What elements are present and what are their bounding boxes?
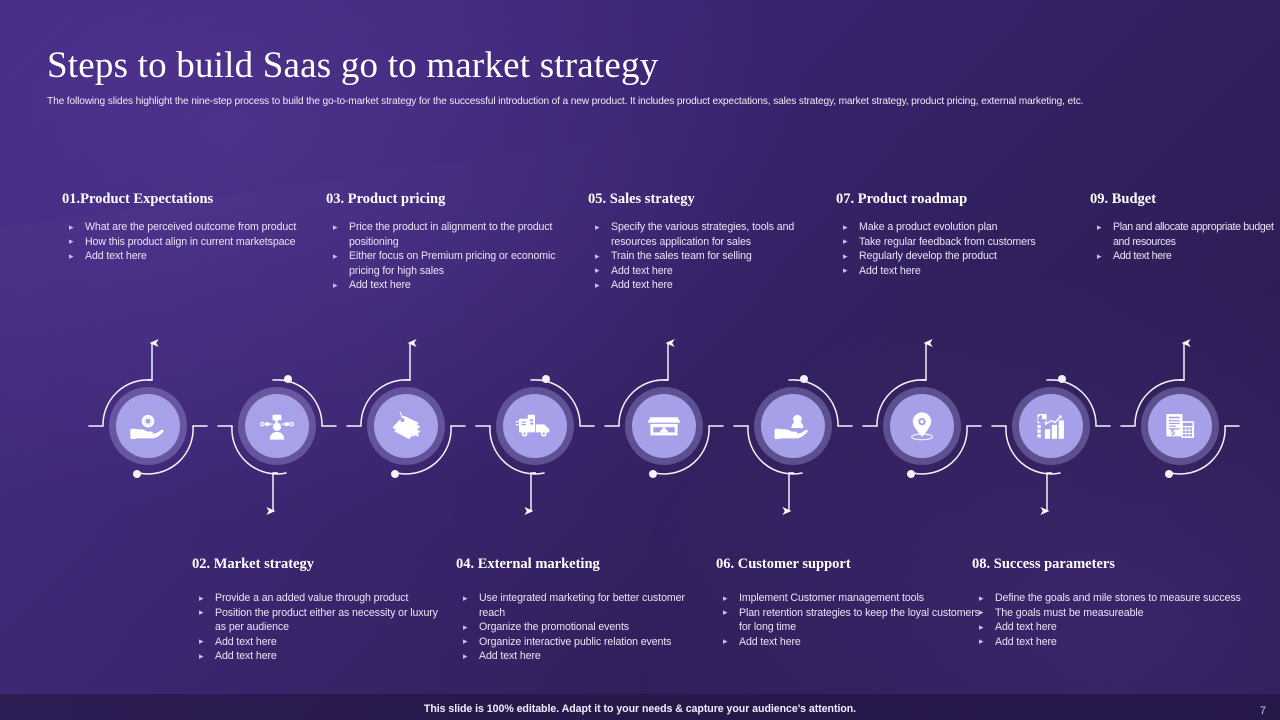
list-item: Plan retention strategies to keep the lo… bbox=[716, 605, 981, 635]
step-connector bbox=[147, 339, 159, 381]
page-subtitle: The following slides highlight the nine-… bbox=[47, 96, 1084, 107]
list-item: Add text here bbox=[456, 649, 711, 664]
step-block-01: 01.Product Expectations What are the per… bbox=[62, 190, 312, 264]
step-bullets-01: What are the perceived outcome from prod… bbox=[62, 220, 312, 264]
step-connector bbox=[1179, 339, 1191, 381]
step-block-03: 03. Product pricing Price the product in… bbox=[326, 190, 576, 293]
step-ring bbox=[733, 375, 853, 475]
list-item: Train the sales team for selling bbox=[588, 249, 840, 264]
network-person-icon bbox=[259, 414, 294, 440]
list-item: Either focus on Premium pricing or econo… bbox=[326, 249, 576, 278]
footer-note: This slide is 100% editable. Adapt it to… bbox=[423, 703, 857, 715]
price-tag-icon bbox=[392, 411, 421, 440]
list-item: Add text here bbox=[716, 634, 981, 650]
step-heading-03: 03. Product pricing bbox=[326, 191, 446, 207]
list-item: Add text here bbox=[192, 634, 447, 650]
list-item: Add text here bbox=[972, 620, 1244, 635]
page-number: 7 bbox=[1259, 705, 1266, 717]
step-block-06: 06. Customer support Implement Customer … bbox=[716, 555, 981, 649]
list-item: Organize the promotional events bbox=[456, 620, 711, 635]
step-bullets-08: Define the goals and mile stones to meas… bbox=[972, 591, 1244, 649]
step-connector bbox=[405, 339, 417, 381]
list-item: Add text here bbox=[588, 278, 840, 293]
list-item: Define the goals and mile stones to meas… bbox=[972, 591, 1244, 606]
step-block-04: 04. External marketing Use integrated ma… bbox=[456, 555, 711, 664]
step-ring bbox=[862, 379, 982, 478]
list-item: Use integrated marketing for better cust… bbox=[456, 590, 711, 620]
list-item: Add text here bbox=[972, 634, 1244, 650]
list-item: Add text here bbox=[1090, 249, 1280, 264]
process-flow-diagram: $ bbox=[88, 339, 1240, 515]
step-ring bbox=[346, 379, 466, 478]
page-title: Steps to build Saas go to market strateg… bbox=[47, 45, 659, 86]
step-ring bbox=[604, 379, 724, 478]
storefront-icon bbox=[647, 417, 681, 436]
list-item: The goals must be measureable bbox=[972, 605, 1244, 621]
delivery-truck-icon bbox=[515, 414, 550, 437]
step-heading-09: 09. Budget bbox=[1090, 191, 1157, 207]
step-heading-07: 07. Product roadmap bbox=[836, 191, 968, 207]
list-item: Organize interactive public relation eve… bbox=[456, 634, 711, 650]
step-circle-08[interactable] bbox=[1019, 394, 1083, 458]
svg-text:$: $ bbox=[1171, 428, 1176, 437]
step-ring bbox=[88, 379, 208, 478]
step-connector bbox=[524, 472, 536, 515]
step-heading-04: 04. External marketing bbox=[456, 556, 600, 572]
list-item: Position the product either as necessity… bbox=[192, 605, 447, 635]
step-connector bbox=[921, 339, 933, 381]
step-ring bbox=[217, 375, 337, 475]
step-heading-08: 08. Success parameters bbox=[972, 556, 1115, 572]
step-block-07: 07. Product roadmap Make a product evolu… bbox=[836, 190, 1086, 278]
list-item: Add text here bbox=[62, 249, 312, 264]
gear-in-hand-icon bbox=[130, 414, 164, 439]
list-item: Add text here bbox=[588, 263, 840, 279]
step-bullets-06: Implement Customer management tools Plan… bbox=[716, 591, 981, 649]
footer-bar bbox=[0, 694, 1280, 720]
list-item: Regularly develop the product bbox=[836, 249, 1086, 264]
step-heading-05: 05. Sales strategy bbox=[588, 191, 695, 207]
list-item: What are the perceived outcome from prod… bbox=[62, 220, 312, 235]
step-bullets-02: Provide a an added value through product… bbox=[192, 591, 447, 664]
step-connector bbox=[266, 472, 278, 515]
list-item: Take regular feedback from customers bbox=[836, 234, 1086, 250]
invoice-calculator-icon: $ bbox=[1166, 414, 1195, 438]
step-bullets-09: Plan and allocate appropriate budget and… bbox=[1090, 219, 1280, 264]
step-connector bbox=[663, 339, 675, 381]
step-block-09: 09. Budget Plan and allocate appropriate… bbox=[1090, 190, 1280, 264]
list-item: Add text here bbox=[326, 278, 576, 293]
map-pin-icon bbox=[910, 412, 934, 441]
bar-chart-icon bbox=[1037, 414, 1064, 439]
step-bullets-04: Use integrated marketing for better cust… bbox=[456, 590, 711, 664]
list-item: Add text here bbox=[192, 649, 447, 664]
step-bullets-07: Make a product evolution plan Take regul… bbox=[836, 220, 1086, 278]
step-block-08: 08. Success parameters Define the goals … bbox=[972, 555, 1244, 649]
step-connector bbox=[782, 472, 794, 515]
list-item: Plan and allocate appropriate budget and… bbox=[1090, 219, 1280, 249]
list-item: Add text here bbox=[836, 263, 1086, 279]
step-bullets-03: Price the product in alignment to the pr… bbox=[326, 219, 576, 293]
list-item: Price the product in alignment to the pr… bbox=[326, 219, 576, 249]
step-ring bbox=[991, 375, 1111, 475]
step-connector bbox=[1040, 472, 1052, 515]
list-item: Make a product evolution plan bbox=[836, 220, 1086, 235]
step-block-02: 02. Market strategy Provide a an added v… bbox=[192, 555, 447, 664]
list-item: How this product align in current market… bbox=[62, 234, 312, 250]
list-item: Specify the various strategies, tools an… bbox=[588, 219, 840, 249]
support-hand-icon bbox=[774, 414, 808, 439]
step-block-05: 05. Sales strategy Specify the various s… bbox=[588, 190, 840, 293]
step-ring bbox=[475, 375, 595, 475]
step-heading-06: 06. Customer support bbox=[716, 556, 851, 572]
step-heading-02: 02. Market strategy bbox=[192, 556, 314, 572]
step-bullets-05: Specify the various strategies, tools an… bbox=[588, 219, 840, 293]
list-item: Provide a an added value through product bbox=[192, 591, 447, 606]
step-heading-01: 01.Product Expectations bbox=[62, 191, 214, 207]
step-ring bbox=[1120, 379, 1240, 478]
list-item: Implement Customer management tools bbox=[716, 591, 981, 606]
